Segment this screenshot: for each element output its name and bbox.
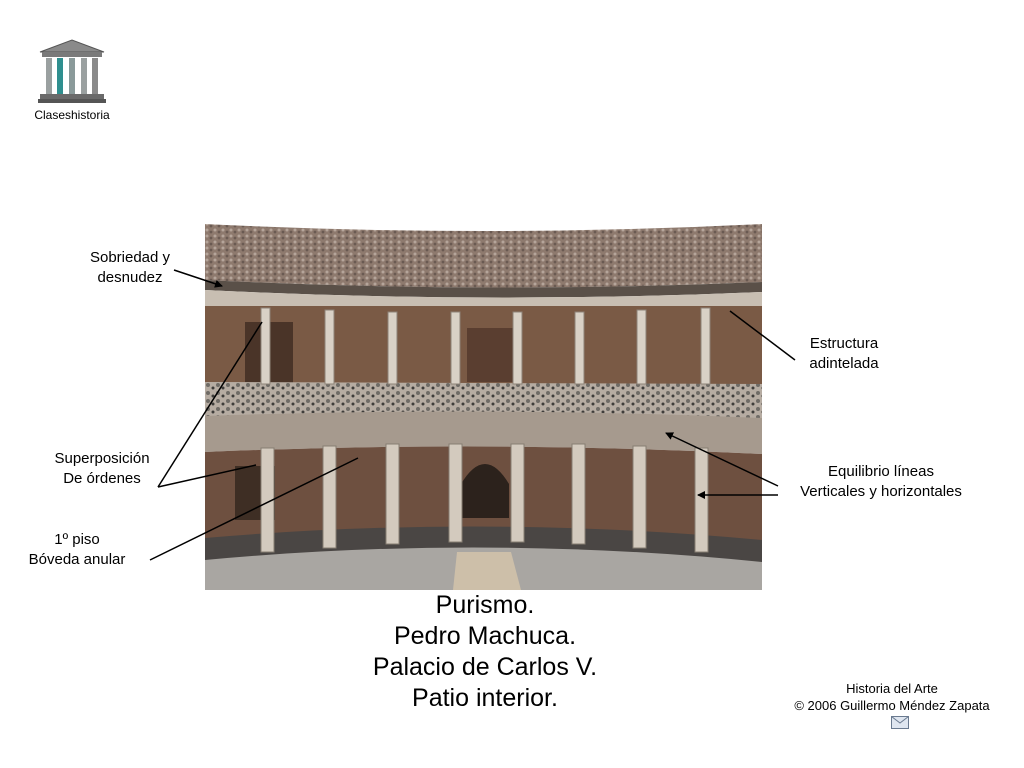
- annotation-equilibrio: Equilibrio líneas Verticales y horizonta…: [776, 462, 986, 502]
- annotation-sobriedad-line1: Sobriedad y: [89, 249, 171, 266]
- courtyard-photo: [205, 222, 762, 590]
- annotation-estructura: Estructura adintelada: [782, 334, 906, 374]
- annotation-superposicion-line1: Superposición: [54, 450, 150, 467]
- credits-author: © 2006 Guillermo Méndez Zapata: [794, 698, 990, 713]
- annotation-sobriedad: Sobriedad y desnudez: [70, 248, 190, 288]
- annotation-equilibrio-line1: Equilibrio líneas: [828, 463, 934, 480]
- annotation-superposicion-line2: De órdenes: [63, 470, 141, 487]
- caption-line-style: Purismo.: [435, 591, 535, 619]
- caption-line-architect: Pedro Machuca.: [393, 622, 577, 650]
- annotation-estructura-line2: adintelada: [809, 355, 879, 372]
- annotation-equilibrio-line2: Verticales y horizontales: [800, 483, 962, 500]
- annotation-piso: 1º piso Bóveda anular: [14, 530, 140, 570]
- credits-course: Historia del Arte: [846, 681, 938, 696]
- caption-line-location: Patio interior.: [412, 684, 558, 712]
- annotation-superposicion: Superposición De órdenes: [36, 449, 168, 489]
- annotation-piso-line2: Bóveda anular: [28, 551, 126, 568]
- slide-caption: Purismo. Pedro Machuca. Palacio de Carlo…: [335, 590, 635, 714]
- caption-line-building: Palacio de Carlos V.: [372, 653, 598, 681]
- credits: Historia del Arte © 2006 Guillermo Ménde…: [780, 680, 1004, 714]
- greek-temple-icon[interactable]: [36, 38, 108, 104]
- envelope-icon[interactable]: [891, 716, 909, 729]
- annotation-estructura-line1: Estructura: [809, 335, 879, 352]
- annotation-piso-line1: 1º piso: [54, 531, 100, 548]
- annotation-sobriedad-line2: desnudez: [97, 269, 163, 286]
- logo-text: Claseshistoria: [34, 108, 110, 122]
